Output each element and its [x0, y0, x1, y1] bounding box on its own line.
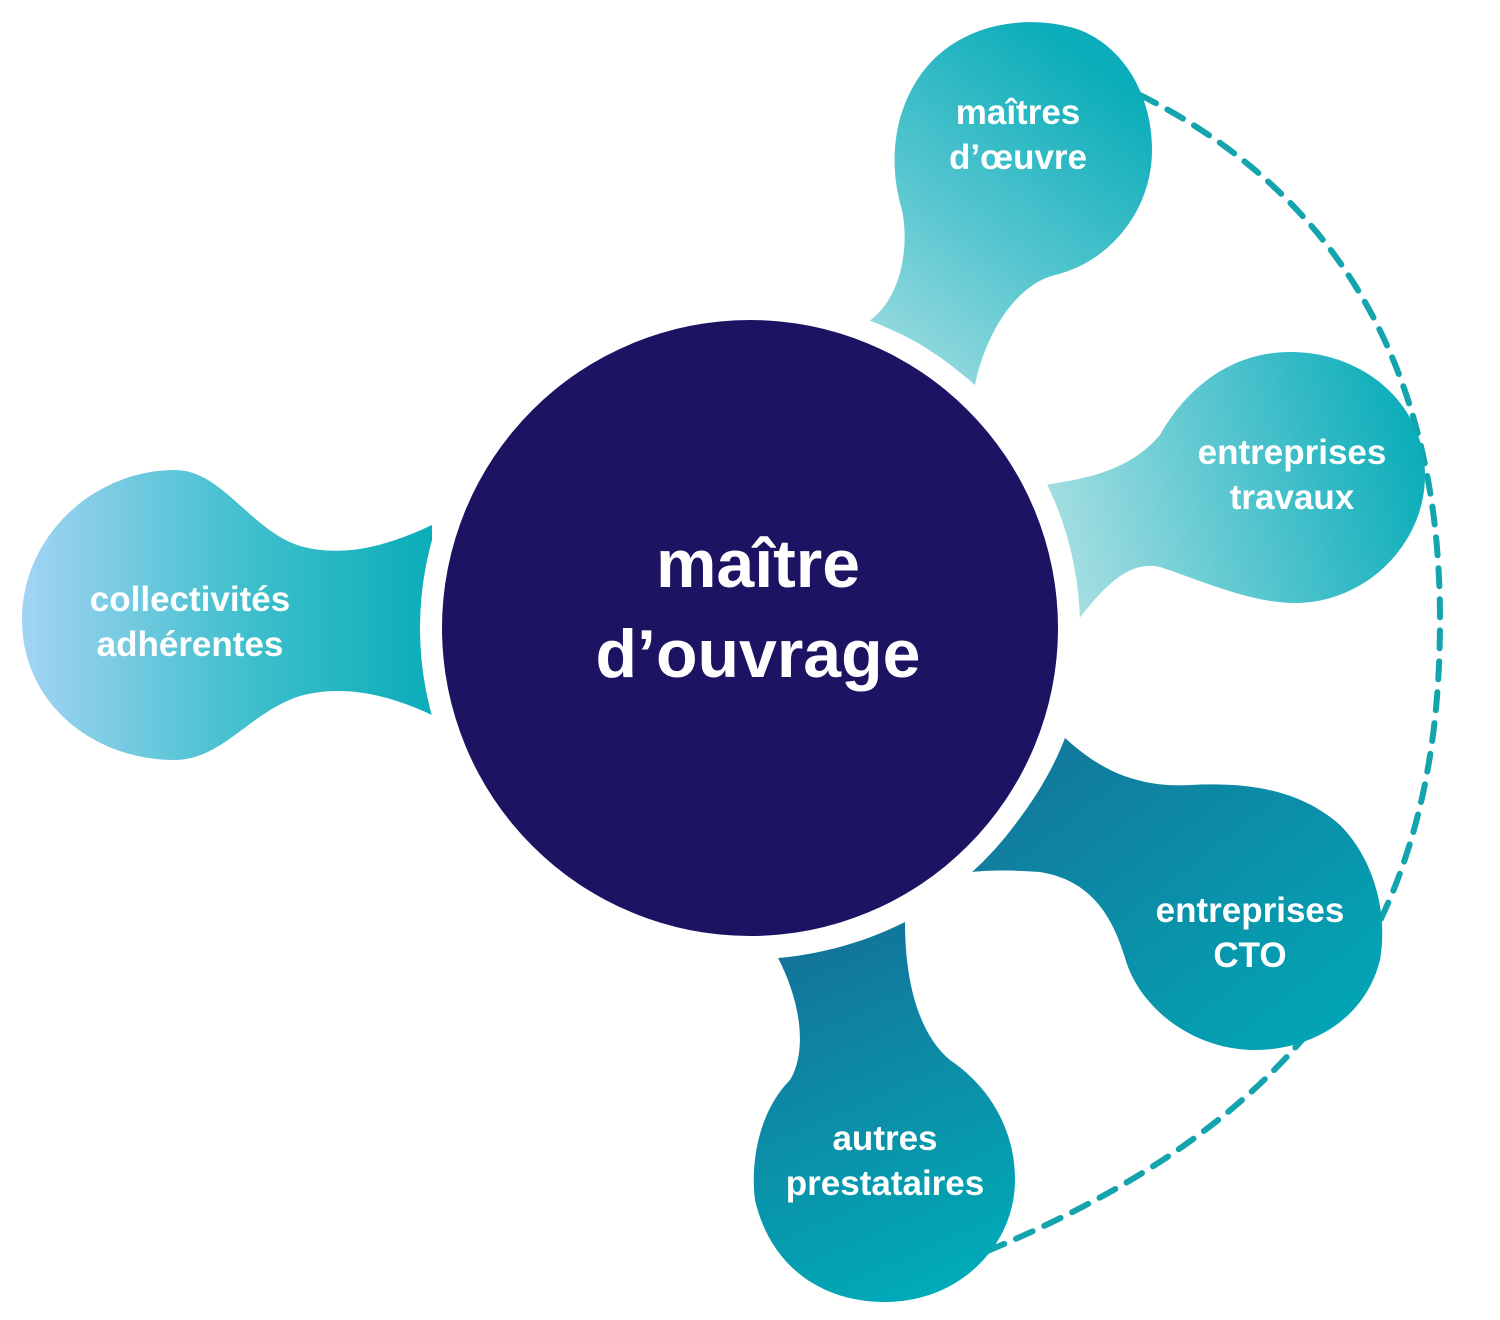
center-label-line2: d’ouvrage: [596, 616, 921, 692]
satellite-label: adhérentes: [97, 625, 284, 664]
center-circle: [442, 320, 1058, 936]
center-label-line1: maître: [656, 526, 860, 602]
satellite-label: autres: [832, 1119, 937, 1158]
satellite-maitres-oeuvre: maîtres d’œuvre: [868, 22, 1152, 385]
dashed-connector-arc: [982, 92, 1444, 1255]
satellite-entreprises-cto: entreprises CTO: [972, 738, 1383, 1050]
satellite-label: prestataires: [786, 1164, 984, 1203]
satellite-entreprises-travaux: entreprises travaux: [1045, 352, 1425, 620]
satellite-autres-prestataires: autres prestataires: [753, 922, 1015, 1302]
satellite-label: entreprises: [1156, 891, 1345, 930]
satellite-label: maîtres: [956, 93, 1081, 132]
satellite-label: d’œuvre: [949, 138, 1087, 177]
satellite-label: CTO: [1213, 936, 1286, 975]
satellite-label: travaux: [1230, 478, 1355, 517]
satellite-label: collectivités: [90, 580, 290, 619]
satellite-label: entreprises: [1198, 433, 1387, 472]
satellite-collectivites: collectivités adhérentes: [22, 470, 432, 760]
